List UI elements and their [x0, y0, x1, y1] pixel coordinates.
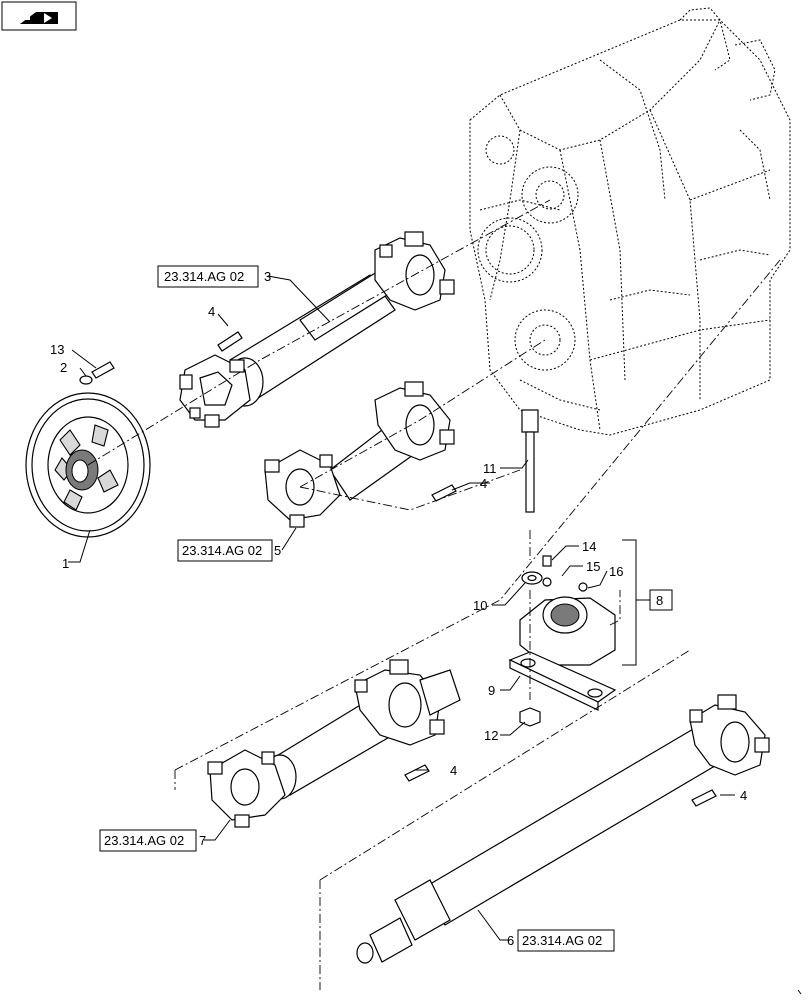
- callout-13: 13: [50, 342, 64, 357]
- reference-link-3[interactable]: 23.314.AG 02: [157, 265, 259, 288]
- transmission-housing: [469, 7, 791, 436]
- washer[interactable]: [521, 571, 543, 585]
- nut[interactable]: [519, 707, 541, 727]
- mounting-plate[interactable]: [508, 651, 617, 711]
- bolt-4-long[interactable]: [691, 789, 717, 807]
- drive-shaft-lower[interactable]: [207, 659, 461, 828]
- callout-1: 1: [62, 556, 69, 571]
- reference-link-5[interactable]: 23.314.AG 02: [177, 539, 273, 562]
- callout-16: 16: [609, 564, 623, 579]
- reference-link-6[interactable]: 23.314.AG 02: [517, 929, 615, 952]
- callout-12: 12: [484, 728, 498, 743]
- callout-6: 6: [507, 933, 514, 948]
- reference-label-5: 23.314.AG 02: [182, 543, 262, 558]
- reference-label-7: 23.314.AG 02: [104, 833, 184, 848]
- callout-7: 7: [199, 833, 206, 848]
- reference-label-6: 23.314.AG 02: [522, 933, 602, 948]
- page-arrow-icon[interactable]: [1, 1, 77, 31]
- long-bolt[interactable]: [521, 409, 539, 513]
- callout-3: 3: [264, 269, 271, 284]
- corner-mark: [797, 989, 802, 995]
- callout-9: 9: [488, 683, 495, 698]
- group-bracket: [622, 539, 650, 666]
- callout-2: 2: [60, 360, 67, 375]
- callout-5: 5: [274, 543, 281, 558]
- callout-4-upper: 4: [208, 304, 215, 319]
- bolt-4-upper[interactable]: [217, 331, 243, 352]
- drive-shaft-long[interactable]: [356, 694, 770, 964]
- callout-4-lower: 4: [450, 763, 457, 778]
- washer-2[interactable]: [79, 375, 93, 385]
- callout-14: 14: [582, 539, 596, 554]
- bolt-13[interactable]: [91, 361, 115, 379]
- support-bearing[interactable]: [519, 555, 616, 666]
- bolt-4-middle[interactable]: [431, 484, 457, 502]
- callout-10: 10: [473, 598, 487, 613]
- centerlines: [87, 199, 781, 990]
- drive-shaft-middle[interactable]: [264, 381, 455, 528]
- bolt-4-lower[interactable]: [404, 764, 430, 782]
- callout-8: 8: [656, 593, 663, 608]
- callout-4-middle: 4: [480, 476, 487, 491]
- callouts: 1 2 3 4 4 4 4 5 6 7 9 10 11 12 13 14 15 …: [50, 269, 747, 948]
- reference-label-3: 23.314.AG 02: [164, 269, 244, 284]
- callout-8-box[interactable]: 8: [649, 589, 673, 611]
- drive-shaft-upper[interactable]: [179, 231, 455, 428]
- reference-link-7[interactable]: 23.314.AG 02: [99, 829, 197, 852]
- callout-4-long: 4: [740, 788, 747, 803]
- leader-lines: [68, 275, 735, 941]
- callout-11: 11: [483, 461, 497, 476]
- callout-15: 15: [586, 559, 600, 574]
